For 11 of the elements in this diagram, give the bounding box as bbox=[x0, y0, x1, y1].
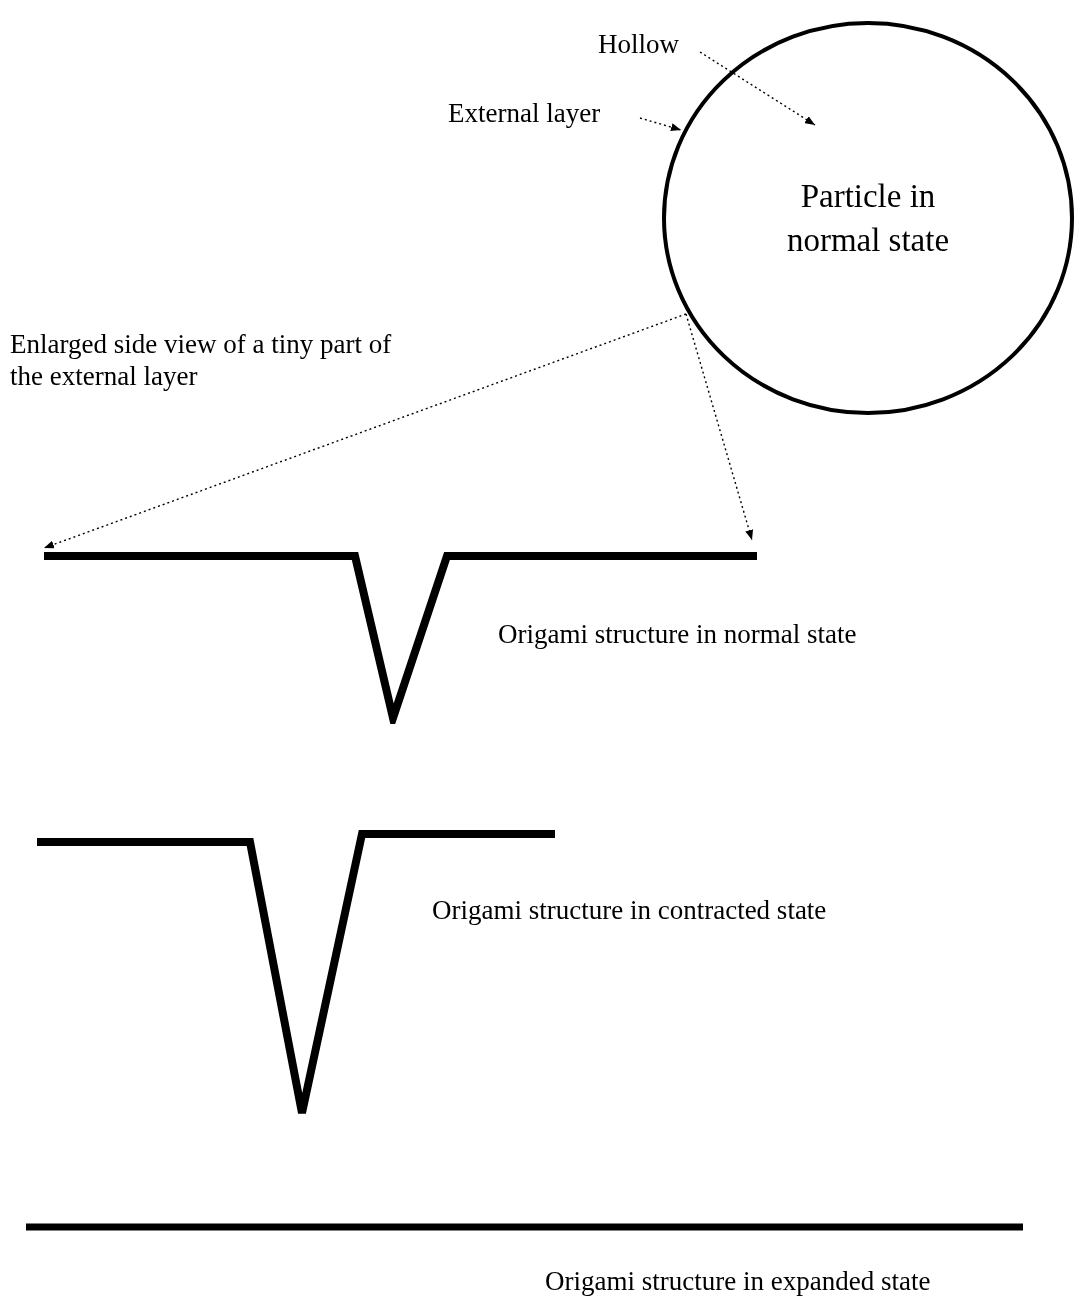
particle-label: Particle in normal state bbox=[785, 177, 951, 260]
leader-arrow bbox=[685, 313, 754, 541]
callout-text: External layer bbox=[448, 97, 643, 131]
caption: Origami structure in contracted state bbox=[432, 894, 827, 926]
leader-arrow bbox=[699, 51, 816, 126]
callout-text: Hollow bbox=[598, 28, 708, 62]
description-text: Enlarged side view of a tiny part of the external layer bbox=[10, 328, 393, 392]
leader-arrow bbox=[639, 117, 682, 132]
caption: Origami structure in expanded state bbox=[545, 1265, 931, 1297]
caption: Origami structure in normal state bbox=[498, 618, 857, 650]
leader-arrow bbox=[43, 313, 687, 549]
